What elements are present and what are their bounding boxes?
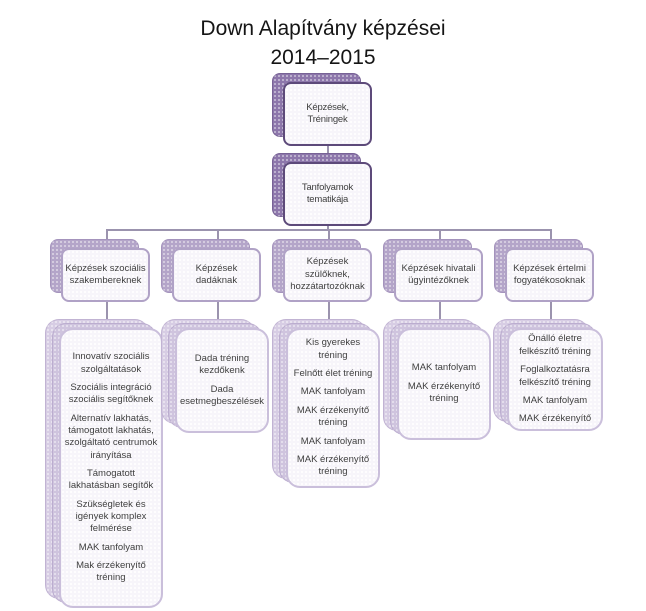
connector-branch-3-to-leaf: [328, 296, 330, 332]
leaf-item: Szociális integráció szociális segítőkne…: [68, 381, 154, 406]
leaf-item: Szükségletek és igények komplex felmérés…: [75, 498, 147, 535]
leaf-item: MAK tanfolyam: [411, 362, 477, 374]
root-node-label: Képzések, Tréningek: [306, 101, 349, 125]
branch-node-social-workers: Képzések szociális szakembereknek: [50, 239, 150, 302]
branch-node-label: Képzések értelmi fogyatékosoknak: [513, 262, 586, 286]
branch-node-parents: Képzések szülőknek, hozzátartozóknak: [272, 239, 372, 302]
leaf-item: Dada esetmegbeszélések: [180, 383, 264, 407]
leaf-item: Mak érzékenyítő tréning: [76, 560, 146, 584]
branch-node-label: Képzések dadáknak: [195, 262, 238, 286]
leaf-item: Innovatív szociális szolgáltatások: [72, 351, 150, 375]
level2-node: Tanfolyamok tematikája: [272, 153, 372, 226]
branch-node-disabled: Képzések értelmi fogyatékosoknak: [494, 239, 594, 302]
connector-branch-4-to-leaf: [439, 296, 441, 332]
leaf-item: Foglalkoztatásra felkészítő tréning: [519, 364, 591, 388]
leaf-item: Felnőtt élet tréning: [293, 368, 373, 380]
leaf-item: Kis gyerekes tréning: [305, 337, 361, 361]
branch-node-label: Képzések szociális szakembereknek: [65, 262, 146, 286]
leaf-item: Támogatott lakhatásban segítők: [68, 468, 154, 492]
branch-node-nannies: Képzések dadáknak: [161, 239, 261, 302]
leaf-item: Alternatív lakhatás, támogatott lakhatás…: [64, 412, 158, 461]
connector-branch-2-to-leaf: [217, 296, 219, 332]
leaf-item: MAK tanfolyam: [522, 394, 588, 406]
leaf-item: MAK érzékenyítő tréning: [296, 404, 370, 429]
leaf-item: MAK tanfolyam: [300, 386, 366, 398]
leaf-item: MAK tanfolyam: [300, 435, 366, 447]
connector-branch-5-to-leaf: [550, 296, 552, 332]
leaf-item: MAK érzékenyítő tréning: [407, 380, 481, 405]
level2-node-box: Tanfolyamok tematikája: [283, 162, 372, 226]
branch-node-box: Képzések szülőknek, hozzátartozóknak: [283, 248, 372, 302]
title-line-2: 2014–2015: [270, 46, 376, 69]
branch-node-box: Képzések hivatali ügyintézőknek: [394, 248, 483, 302]
diagram-title: Down Alapítvány képzései 2014–2015: [0, 14, 646, 72]
leaf-item: MAK tanfolyam: [78, 541, 144, 553]
branch-node-label: Képzések hivatali ügyintézőknek: [401, 262, 476, 286]
branch-node-officials: Képzések hivatali ügyintézőknek: [383, 239, 483, 302]
leaf-item: Önálló életre felkészítő tréning: [519, 333, 591, 357]
branch-node-label: Képzések szülőknek, hozzátartozóknak: [290, 256, 365, 293]
root-node: Képzések, Tréningek: [272, 73, 372, 146]
branch-node-box: Képzések dadáknak: [172, 248, 261, 302]
root-node-box: Képzések, Tréningek: [283, 82, 372, 146]
leaf-item: MAK érzékenyítő tréning: [296, 453, 370, 478]
branch-node-box: Képzések szociális szakembereknek: [61, 248, 150, 302]
level2-node-label: Tanfolyamok tematikája: [301, 181, 354, 205]
title-line-1: Down Alapítvány képzései: [200, 17, 446, 40]
leaf-item: MAK érzékenyítő: [518, 413, 592, 425]
leaf-item: Dada tréning kezdőkenk: [194, 352, 250, 377]
branch-node-box: Képzések értelmi fogyatékosoknak: [505, 248, 594, 302]
connector-branch-1-to-leaf: [106, 296, 108, 332]
